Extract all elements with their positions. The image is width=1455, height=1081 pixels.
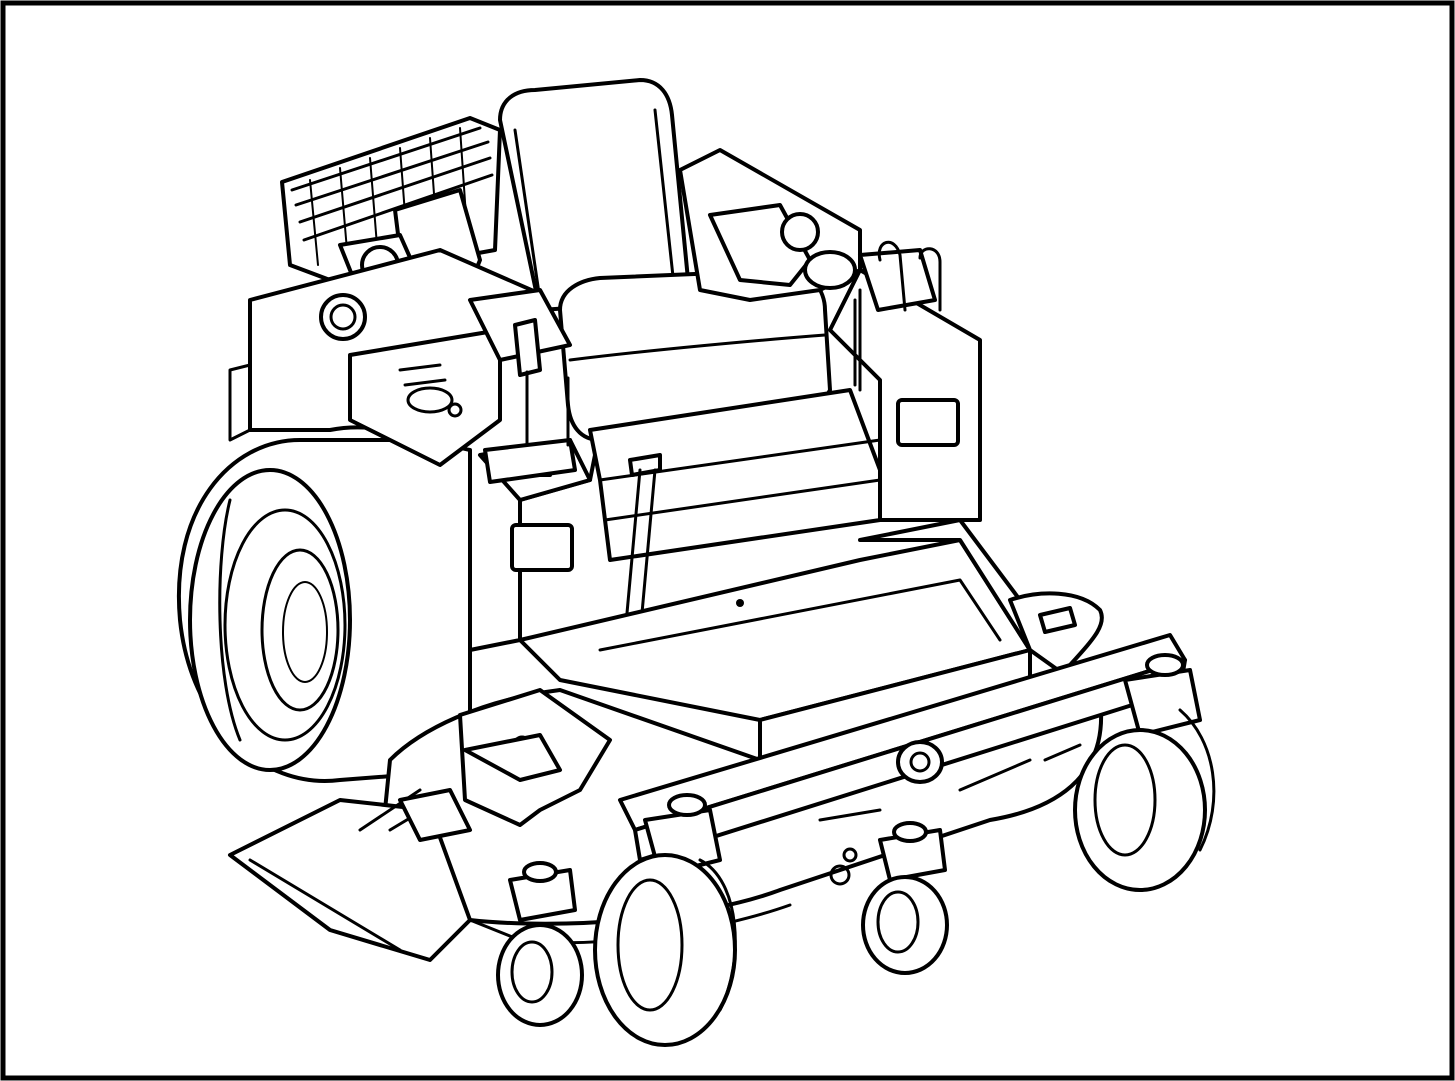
steering-levers	[483, 318, 662, 692]
operator-seat	[468, 78, 832, 442]
front-right-caster	[1073, 653, 1216, 892]
foot-platform	[518, 518, 1052, 762]
deck-caster-left	[496, 861, 584, 1027]
deck-caster-right	[861, 821, 949, 975]
front-left-caster	[593, 793, 737, 1047]
rear-left-wheel	[176, 438, 472, 783]
body-right-tank	[678, 148, 982, 522]
deck-details	[818, 606, 1082, 886]
